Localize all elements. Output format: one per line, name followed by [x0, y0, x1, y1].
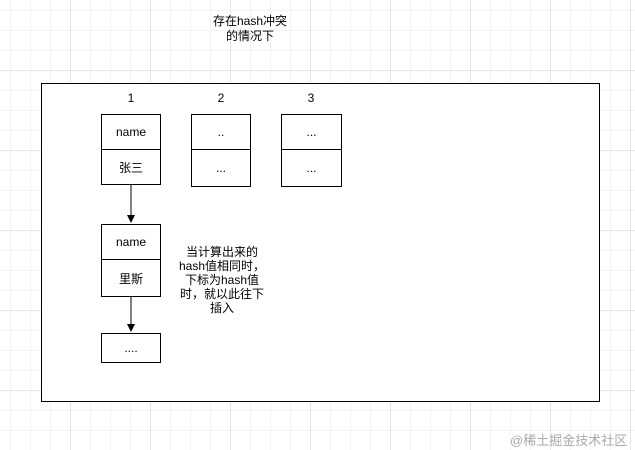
note-line-5: 插入 — [209, 301, 234, 315]
title-line-2: 的情况下 — [225, 29, 274, 43]
bucket-2-value: ... — [191, 149, 251, 187]
diagram-title: 存在hash冲突 的情况下 — [190, 14, 310, 44]
note-line-4: 时，就以此往下 — [179, 287, 264, 301]
bucket-3-value: ... — [281, 149, 342, 187]
note-line-3: 下标为hash值 — [184, 273, 260, 287]
chain-node-value: 里斯 — [101, 259, 161, 297]
chain-node-key: name — [101, 224, 161, 260]
bucket-1-value: 张三 — [101, 149, 161, 185]
index-label-2: 2 — [217, 91, 225, 105]
title-line-1: 存在hash冲突 — [212, 14, 288, 28]
note-line-1: 当计算出来的 — [185, 245, 258, 259]
chain-tail-node: .... — [101, 333, 161, 363]
index-label-1: 1 — [127, 91, 135, 105]
collision-note: 当计算出来的 hash值相同时， 下标为hash值 时，就以此往下 插入 — [176, 245, 268, 315]
index-label-3: 3 — [307, 91, 315, 105]
watermark: @稀土掘金技术社区 — [510, 433, 628, 448]
note-line-2: hash值相同时， — [178, 259, 266, 273]
bucket-3-key: ... — [281, 114, 342, 150]
